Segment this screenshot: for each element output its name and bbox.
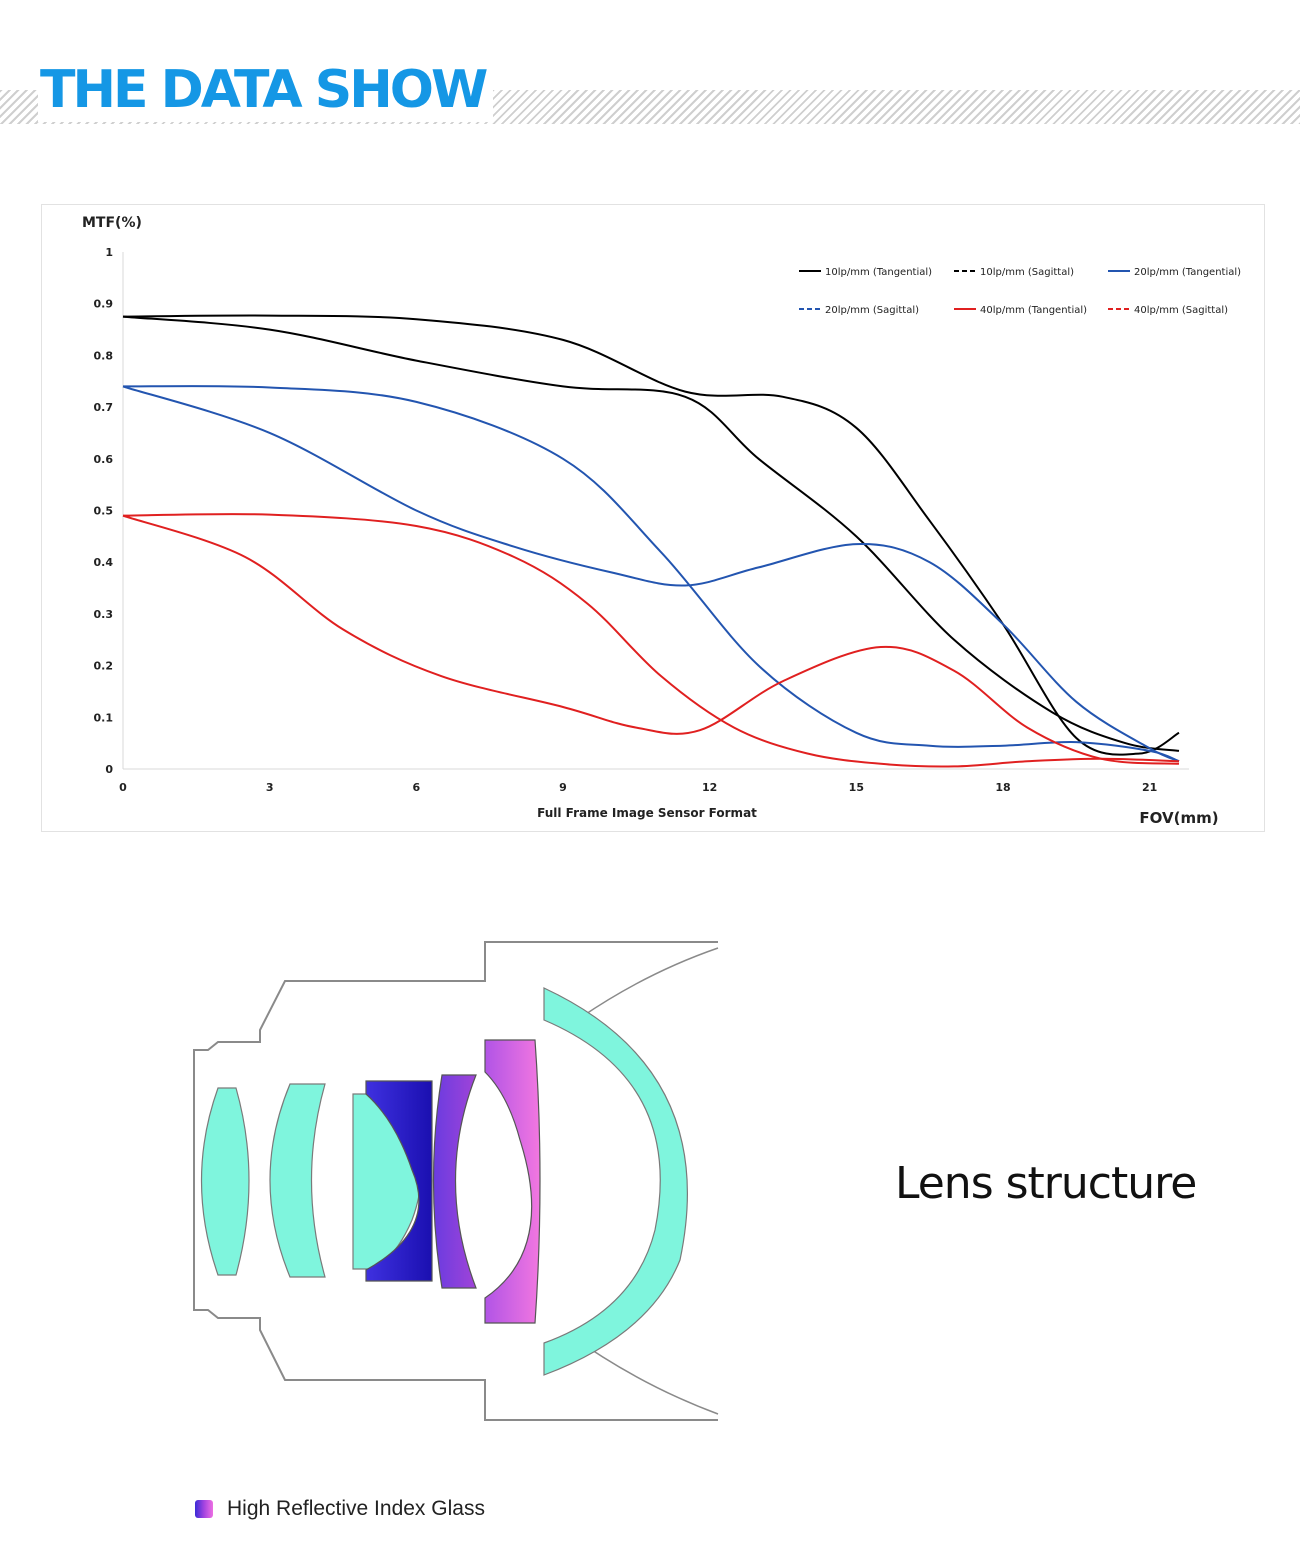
lens-diagram xyxy=(180,930,740,1430)
x-tick-label: 15 xyxy=(849,781,864,794)
series-line-2 xyxy=(122,385,1180,763)
high-index-glass-label: High Reflective Index Glass xyxy=(227,1497,485,1520)
series-line-0 xyxy=(122,314,1180,756)
y-tick-label: 1 xyxy=(105,246,113,259)
y-tick-label: 0.7 xyxy=(94,401,114,414)
lens-element-1 xyxy=(200,1087,250,1276)
legend-label-5: 40lp/mm (Sagittal) xyxy=(1134,305,1228,316)
y-tick-label: 0.1 xyxy=(94,711,114,724)
page-title: THE DATA SHOW xyxy=(38,58,494,122)
x-tick-label: 6 xyxy=(413,781,421,794)
series-line-1 xyxy=(122,315,1180,752)
x-tick-label: 9 xyxy=(559,781,567,794)
x-axis-title: Full Frame Image Sensor Format xyxy=(537,806,757,820)
lens-element-5-high-index xyxy=(432,1074,477,1289)
mtf-chart: 0 0.1 0.2 0.3 0.4 0.5 0.6 0.7 0.8 0.9 1 0 3 6 9 12 15 18 2… xyxy=(41,204,1265,832)
legend-label-4: 40lp/mm (Tangential) xyxy=(980,305,1087,316)
chart-plot-area xyxy=(122,314,1180,768)
series-line-4 xyxy=(122,514,1180,765)
y-tick-label: 0 xyxy=(105,763,113,776)
y-tick-label: 0.6 xyxy=(94,453,114,466)
y-axis-title: MTF(%) xyxy=(82,215,142,231)
lens-diagram-svg xyxy=(193,941,719,1421)
y-tick-label: 0.4 xyxy=(94,556,114,569)
x-tick-label: 0 xyxy=(119,781,127,794)
lens-element-2 xyxy=(269,1083,326,1278)
x-tick-label: 18 xyxy=(995,781,1010,794)
lens-element-4-high-index xyxy=(365,1080,433,1282)
y-tick-label: 0.2 xyxy=(94,660,114,673)
lens-element-6-high-index xyxy=(484,1039,541,1324)
legend-label-0: 10lp/mm (Tangential) xyxy=(825,267,932,278)
x-tick-label: 12 xyxy=(702,781,717,794)
legend-label-1: 10lp/mm (Sagittal) xyxy=(980,267,1074,278)
legend-label-3: 20lp/mm (Sagittal) xyxy=(825,305,919,316)
legend-label-2: 20lp/mm (Tangential) xyxy=(1134,267,1241,278)
y-tick-label: 0.3 xyxy=(94,608,114,621)
x-tick-label: 3 xyxy=(266,781,274,794)
lens-hood-top-curve xyxy=(569,947,719,1026)
x-tick-label: 21 xyxy=(1142,781,1157,794)
lens-element-7-front xyxy=(543,987,688,1376)
lens-housing-outline xyxy=(193,941,718,1421)
high-index-glass-swatch xyxy=(195,1500,213,1518)
glass-legend: High Reflective Index Glass xyxy=(195,1494,485,1524)
y-tick-label: 0.8 xyxy=(94,349,114,362)
chart-legend: 10lp/mm (Tangential) 10lp/mm (Sagittal) 20… xyxy=(799,267,1241,316)
y-tick-label: 0.5 xyxy=(94,505,114,518)
y-tick-label: 0.9 xyxy=(94,298,114,311)
lens-structure-caption: Lens structure xyxy=(895,1158,1197,1209)
mtf-chart-svg: 0 0.1 0.2 0.3 0.4 0.5 0.6 0.7 0.8 0.9 1 0 3 6 9 12 15 18 2… xyxy=(82,215,1241,827)
series-line-3 xyxy=(122,385,1180,763)
x-axis-unit-label: FOV(mm) xyxy=(1139,809,1218,827)
chart-axes: 0 0.1 0.2 0.3 0.4 0.5 0.6 0.7 0.8 0.9 1 0 3 6 9 12 15 18 2… xyxy=(94,246,1189,794)
series-line-5 xyxy=(122,513,1180,768)
